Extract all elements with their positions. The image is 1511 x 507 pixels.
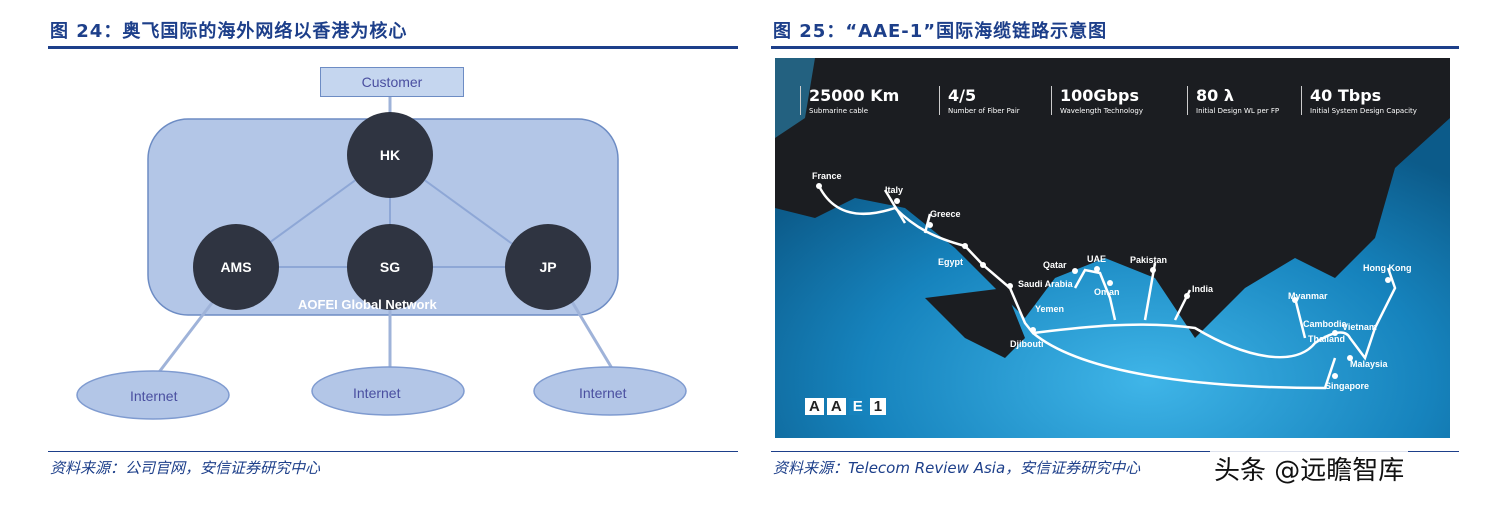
city-label: Pakistan	[1130, 255, 1168, 265]
city-label: Singapore	[1325, 381, 1370, 391]
internet-cloud: Internet	[130, 388, 178, 404]
network-label: AOFEI Global Network	[298, 297, 437, 312]
figure-24-title: 图 24：奥飞国际的海外网络以香港为核心	[50, 21, 408, 42]
node-sg: SG	[347, 224, 433, 310]
node-jp: JP	[505, 224, 591, 310]
city-label: Vietnam	[1342, 322, 1377, 332]
city-label: Egypt	[938, 257, 964, 267]
city-label: UAE	[1087, 254, 1107, 264]
figure-24-source: 资料来源：公司官网，安信证券研究中心	[50, 459, 321, 477]
internet-cloud: Internet	[579, 385, 627, 401]
city-label: Greece	[930, 209, 961, 219]
city-label: Yemen	[1035, 304, 1065, 314]
customer-label: Customer	[361, 74, 423, 90]
city-label: Qatar	[1043, 260, 1067, 270]
city-label: Cambodia	[1303, 319, 1347, 329]
customer-box: Customer	[320, 67, 464, 97]
city-label: Myanmar	[1288, 291, 1328, 301]
node-ams: AMS	[193, 224, 279, 310]
network-diagram: Customer HK AMS SG JP AOFEI Global Netwo…	[48, 55, 738, 445]
city-label: Hong Kong	[1363, 263, 1412, 273]
title-rule	[48, 46, 738, 49]
source-rule	[48, 451, 738, 452]
watermark: 头条 @远瞻智库	[1210, 450, 1409, 487]
node-hk: HK	[347, 112, 433, 198]
city-label: Djibouti	[1010, 339, 1044, 349]
source-rule	[771, 451, 1459, 452]
title-rule	[771, 46, 1459, 49]
city-label: Malaysia	[1350, 359, 1388, 369]
map-graphic	[775, 58, 1450, 438]
city-label: India	[1192, 284, 1214, 294]
internet-cloud: Internet	[353, 385, 401, 401]
figure-25-title: 图 25：“AAE-1”国际海缆链路示意图	[773, 21, 1108, 42]
city-label: Saudi Arabia	[1018, 279, 1073, 289]
city-label: Oman	[1094, 287, 1120, 297]
figure-25-source: 资料来源：Telecom Review Asia，安信证券研究中心	[773, 459, 1141, 477]
city-label: Italy	[885, 185, 904, 195]
city-label: France	[812, 171, 842, 181]
city-label: Thailand	[1308, 334, 1346, 344]
